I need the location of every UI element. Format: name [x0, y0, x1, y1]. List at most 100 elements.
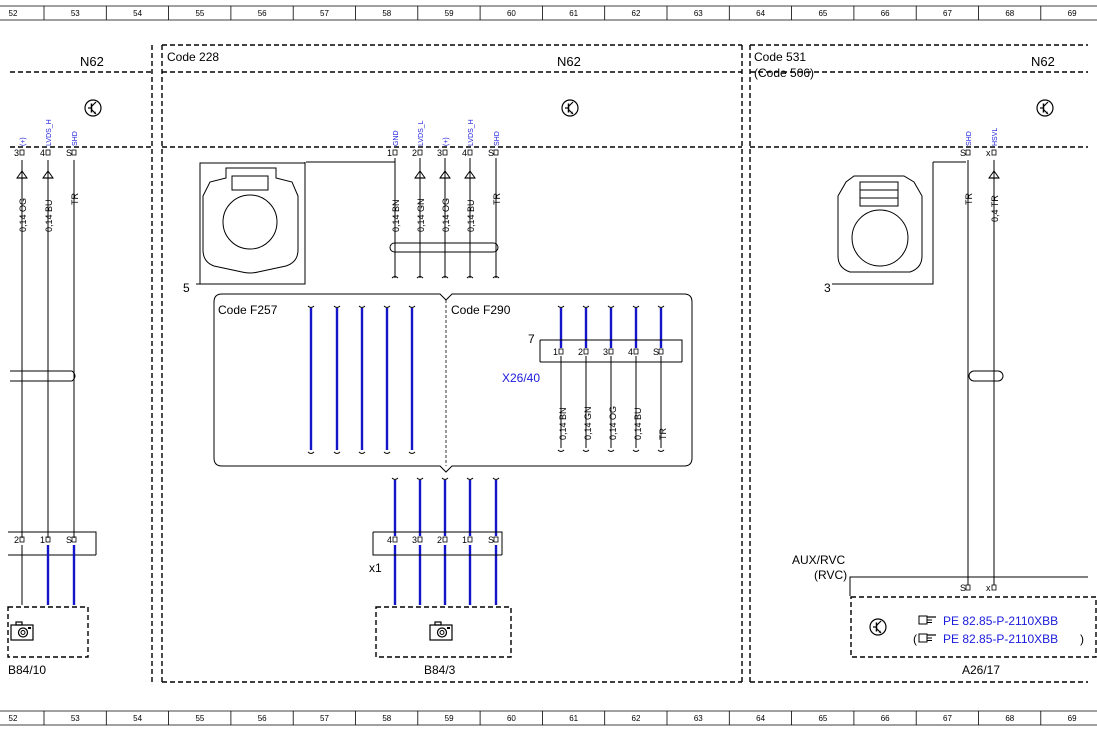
component-b84-3: B84/3: [424, 663, 456, 677]
pin-number: 2: [14, 535, 19, 545]
ruler-number: 61: [569, 714, 578, 723]
svg-text:0,14 BU: 0,14 BU: [633, 407, 643, 440]
pin-terminal: [71, 536, 77, 543]
pin-number: 2: [412, 148, 417, 158]
pin-number: 3: [603, 347, 608, 357]
svg-text:0,14 GN: 0,14 GN: [416, 198, 426, 232]
pin-number: S: [488, 535, 494, 545]
pin-terminal: [392, 536, 398, 543]
pin-number: x: [986, 583, 991, 593]
code-f257-label: Code F257: [218, 303, 278, 317]
pin-terminal: [442, 149, 448, 156]
pin-terminal: [467, 536, 473, 543]
middle-wire-labels: 0,14 BN 0,14 GN 0,14 OG 0,14 BU TR: [391, 193, 502, 232]
signal-label: (+): [20, 137, 27, 146]
pin-number: 4: [387, 535, 392, 545]
pin-number: 1: [553, 347, 558, 357]
transistor-icon: [84, 99, 102, 117]
pin-terminal: [583, 348, 589, 355]
pin-terminal: [417, 149, 423, 156]
ruler-number: 68: [1005, 9, 1014, 18]
ruler-number: 65: [818, 714, 827, 723]
ruler-number: 54: [133, 9, 142, 18]
svg-text:0,14 BN: 0,14 BN: [391, 199, 401, 232]
svg-text:0,14 BN: 0,14 BN: [558, 407, 568, 440]
transistor-icon: [869, 618, 887, 636]
signal-label: SHD: [494, 131, 501, 146]
pin-terminal: [965, 584, 971, 591]
ruler-number: 58: [382, 9, 391, 18]
ruler-number: 64: [756, 714, 765, 723]
pin-terminal: [19, 149, 25, 156]
ruler-number: 66: [881, 9, 890, 18]
component-b84-10: B84/10: [8, 663, 46, 677]
pin-number: 1: [462, 535, 467, 545]
pin-number: S: [66, 148, 72, 158]
ruler-number: 68: [1005, 714, 1014, 723]
svg-text:0,14 BU: 0,14 BU: [466, 199, 476, 232]
code-506-label: (Code 506): [754, 66, 814, 80]
ruler-number: 67: [943, 9, 952, 18]
svg-text:TR: TR: [964, 193, 974, 205]
pin-terminal: [71, 149, 77, 156]
wire-label-tr: TR: [70, 193, 80, 205]
wire-label-bu: 0,14 BU: [44, 199, 54, 232]
pin-terminal: [558, 348, 564, 355]
ruler-number: 62: [632, 714, 641, 723]
x1-label: x1: [369, 561, 382, 575]
pin-number: 4: [40, 148, 45, 158]
ref-link-2[interactable]: PE 82.85-P-2110XBB: [943, 632, 1058, 646]
ruler-number: 66: [881, 714, 890, 723]
ruler-number: 54: [133, 714, 142, 723]
signal-label: LVDS_L: [418, 120, 425, 146]
aux-rvc-label: AUX/RVC: [792, 553, 845, 567]
svg-text:0,14 OG: 0,14 OG: [608, 406, 618, 440]
component-a26-17: A26/17: [962, 663, 1000, 677]
signal-label: SHD: [966, 131, 973, 146]
camera-icon: [10, 621, 34, 641]
signal-label: LVDS_H: [468, 119, 475, 146]
right-module-label: N62: [1031, 54, 1055, 69]
x26-wire-labels: 0,14 BN 0,14 GN 0,14 OG 0,14 BU TR: [558, 406, 668, 440]
ruler-number: 65: [818, 9, 827, 18]
ruler-number: 62: [632, 9, 641, 18]
pin-number: 2: [437, 535, 442, 545]
signal-label: SHD: [72, 131, 79, 146]
pin-number: 3: [437, 148, 442, 158]
pin-number: S: [66, 535, 72, 545]
ruler-number: 55: [195, 9, 204, 18]
ruler-number: 59: [445, 714, 454, 723]
pin-terminal: [633, 348, 639, 355]
ruler-number: 53: [71, 9, 80, 18]
ref-link-1[interactable]: PE 82.85-P-2110XBB: [943, 614, 1058, 628]
left-module-label: N62: [80, 54, 104, 69]
pin-number: S: [960, 148, 966, 158]
pin-terminal: [19, 536, 25, 543]
section-borders: [10, 44, 1088, 683]
x26-40-label: X26/40: [502, 371, 540, 385]
pin-terminal: [392, 149, 398, 156]
pin-terminal: [45, 149, 51, 156]
ruler-number: 69: [1068, 714, 1077, 723]
ruler-number: 60: [507, 714, 516, 723]
pin-terminal: [493, 149, 499, 156]
camera-icon: [429, 621, 453, 641]
signal-label: (+): [443, 137, 450, 146]
ruler-number: 56: [258, 9, 267, 18]
ruler-number: 53: [71, 714, 80, 723]
code-f290-label: Code F290: [451, 303, 511, 317]
middle-section: Code 228 N62 1GND2LVDS_L3(+)4LVDS_HSSHD …: [167, 50, 693, 677]
transistor-icon: [1036, 99, 1054, 117]
svg-text:(: (: [913, 632, 917, 646]
ruler-number: 58: [382, 714, 391, 723]
pin-terminal: [442, 536, 448, 543]
pin-number: S: [960, 583, 966, 593]
svg-text:): ): [1080, 632, 1084, 646]
ruler-number: 56: [258, 714, 267, 723]
rvc-label: (RVC): [814, 568, 847, 582]
ruler-number: 60: [507, 9, 516, 18]
pin-number: 4: [628, 347, 633, 357]
code-531-label: Code 531: [754, 50, 806, 64]
